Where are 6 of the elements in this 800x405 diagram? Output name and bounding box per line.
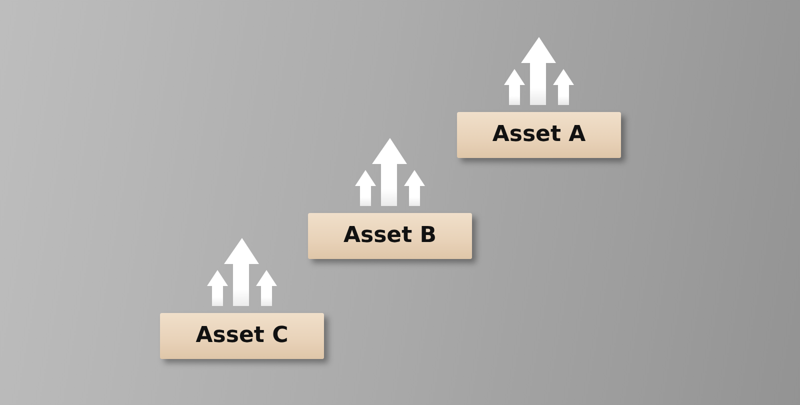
wooden-block bbox=[457, 112, 621, 158]
wooden-block bbox=[160, 313, 324, 359]
block-label: Asset A bbox=[492, 124, 586, 146]
wooden-block bbox=[308, 213, 472, 259]
block-label: Asset C bbox=[196, 325, 288, 347]
block-label: Asset B bbox=[343, 225, 437, 247]
